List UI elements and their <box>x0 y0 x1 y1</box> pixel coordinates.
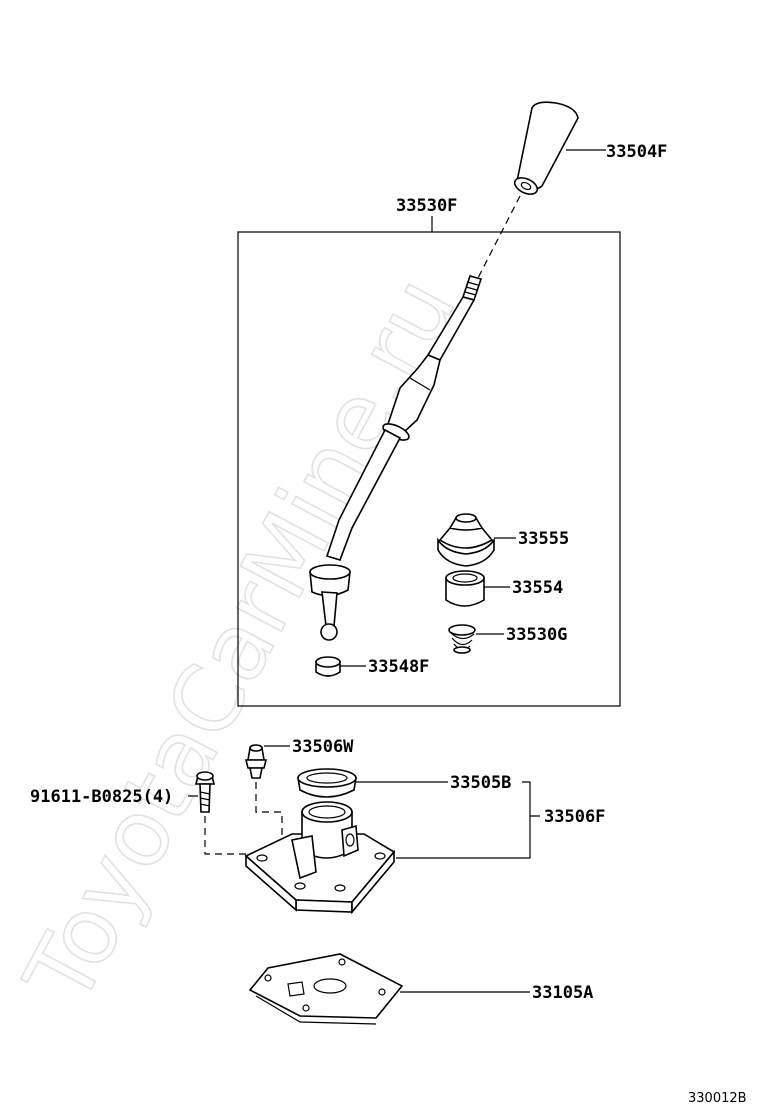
pin[interactable] <box>244 744 268 779</box>
spring[interactable] <box>448 624 476 654</box>
shift-lever[interactable] <box>309 275 483 641</box>
label-33505b: 33505B <box>450 773 511 793</box>
label-33506f: 33506F <box>544 807 605 827</box>
boot[interactable] <box>437 513 495 567</box>
label-33554: 33554 <box>512 578 563 598</box>
housing[interactable] <box>244 801 396 915</box>
label-33555: 33555 <box>518 529 569 549</box>
label-33530f: 33530F <box>396 196 457 216</box>
label-33548f: 33548F <box>368 657 429 677</box>
shift-knob[interactable] <box>512 101 579 197</box>
bolt[interactable] <box>194 771 216 813</box>
figure-code: 330012B <box>688 1091 747 1106</box>
label-33504f: 33504F <box>606 142 667 162</box>
retainer-seal[interactable] <box>297 768 357 798</box>
seat[interactable] <box>315 656 341 677</box>
lever-assembly-box <box>237 231 621 707</box>
bushing[interactable] <box>445 570 485 607</box>
label-91611-b0825: 91611-B0825(4) <box>30 787 173 807</box>
label-33105a: 33105A <box>532 983 593 1003</box>
label-33506w: 33506W <box>292 737 354 757</box>
watermark: ToyotaCarMine.ru <box>4 260 476 1021</box>
gasket[interactable] <box>248 953 404 1025</box>
label-33530g: 33530G <box>506 625 567 645</box>
